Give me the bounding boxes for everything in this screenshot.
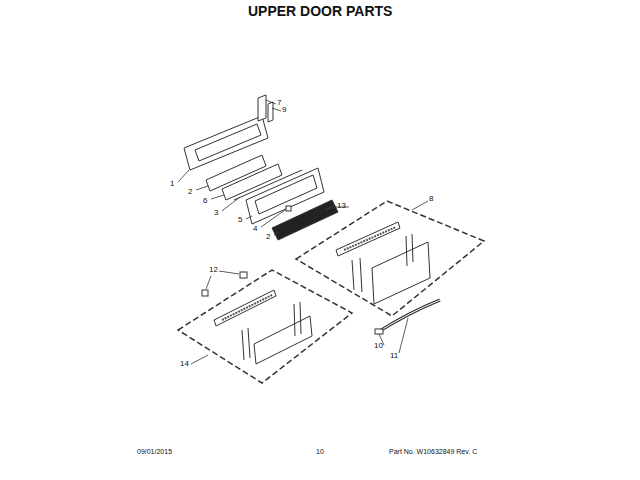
vent (222, 295, 272, 320)
leader-line (222, 197, 240, 211)
hinge-cap (240, 272, 247, 278)
vent (344, 227, 396, 250)
side-strip (360, 258, 362, 292)
leader-line (196, 186, 208, 190)
callout-number: 6 (203, 197, 207, 205)
page-number: 10 (316, 448, 324, 455)
inner-frame-window (255, 175, 317, 214)
side-strip (412, 234, 413, 262)
callout-number: 11 (390, 352, 398, 360)
handle-trim (214, 290, 276, 326)
callout-number: 8 (429, 195, 433, 203)
bracket (268, 102, 273, 122)
callout-number: 4 (253, 225, 257, 233)
leader-line (272, 108, 281, 111)
diagram-title: UPPER DOOR PARTS (248, 4, 392, 18)
door-panel (254, 316, 312, 364)
callout-number: 3 (214, 209, 218, 217)
leader-line (178, 170, 189, 182)
leader-line (261, 210, 285, 227)
leader-line (412, 201, 428, 210)
leader-line (246, 216, 252, 219)
hinge-cap (202, 290, 208, 296)
part-number: Part No. W10632849 Rev. C (389, 448, 477, 455)
handle-trim (336, 222, 400, 256)
side-strip (248, 328, 250, 358)
side-strip (352, 260, 354, 290)
handle-end-cap (375, 329, 383, 334)
leader-line (206, 276, 211, 289)
screw (325, 206, 334, 210)
side-strip (294, 304, 295, 336)
leader-line (274, 232, 280, 235)
glass-panel (272, 200, 338, 240)
leader-line (219, 271, 239, 274)
callout-number: 5 (238, 216, 242, 224)
side-strip (242, 330, 244, 360)
leader-line (211, 195, 224, 199)
callout-number: 12 (209, 266, 218, 274)
clip (286, 206, 291, 211)
kit-outline (178, 270, 352, 383)
door-panel (372, 242, 430, 304)
leader-line (266, 100, 276, 104)
leader-line (191, 355, 208, 364)
side-strip (406, 236, 407, 266)
door-frame-window (195, 124, 261, 161)
callout-number: 10 (374, 342, 383, 350)
door-handle (378, 300, 440, 332)
callout-number: 2 (188, 188, 192, 196)
callout-number: 7 (277, 99, 281, 107)
callout-number: 9 (282, 106, 286, 114)
callout-number: 13 (337, 202, 346, 210)
footer-date: 09/01/2015 (137, 448, 172, 455)
door-handle (378, 300, 440, 332)
callout-number: 14 (180, 360, 189, 368)
bracket (258, 95, 266, 121)
side-strip (300, 302, 301, 334)
leader-line (399, 318, 408, 353)
callout-number: 2 (266, 233, 270, 241)
callout-number: 1 (170, 180, 174, 188)
